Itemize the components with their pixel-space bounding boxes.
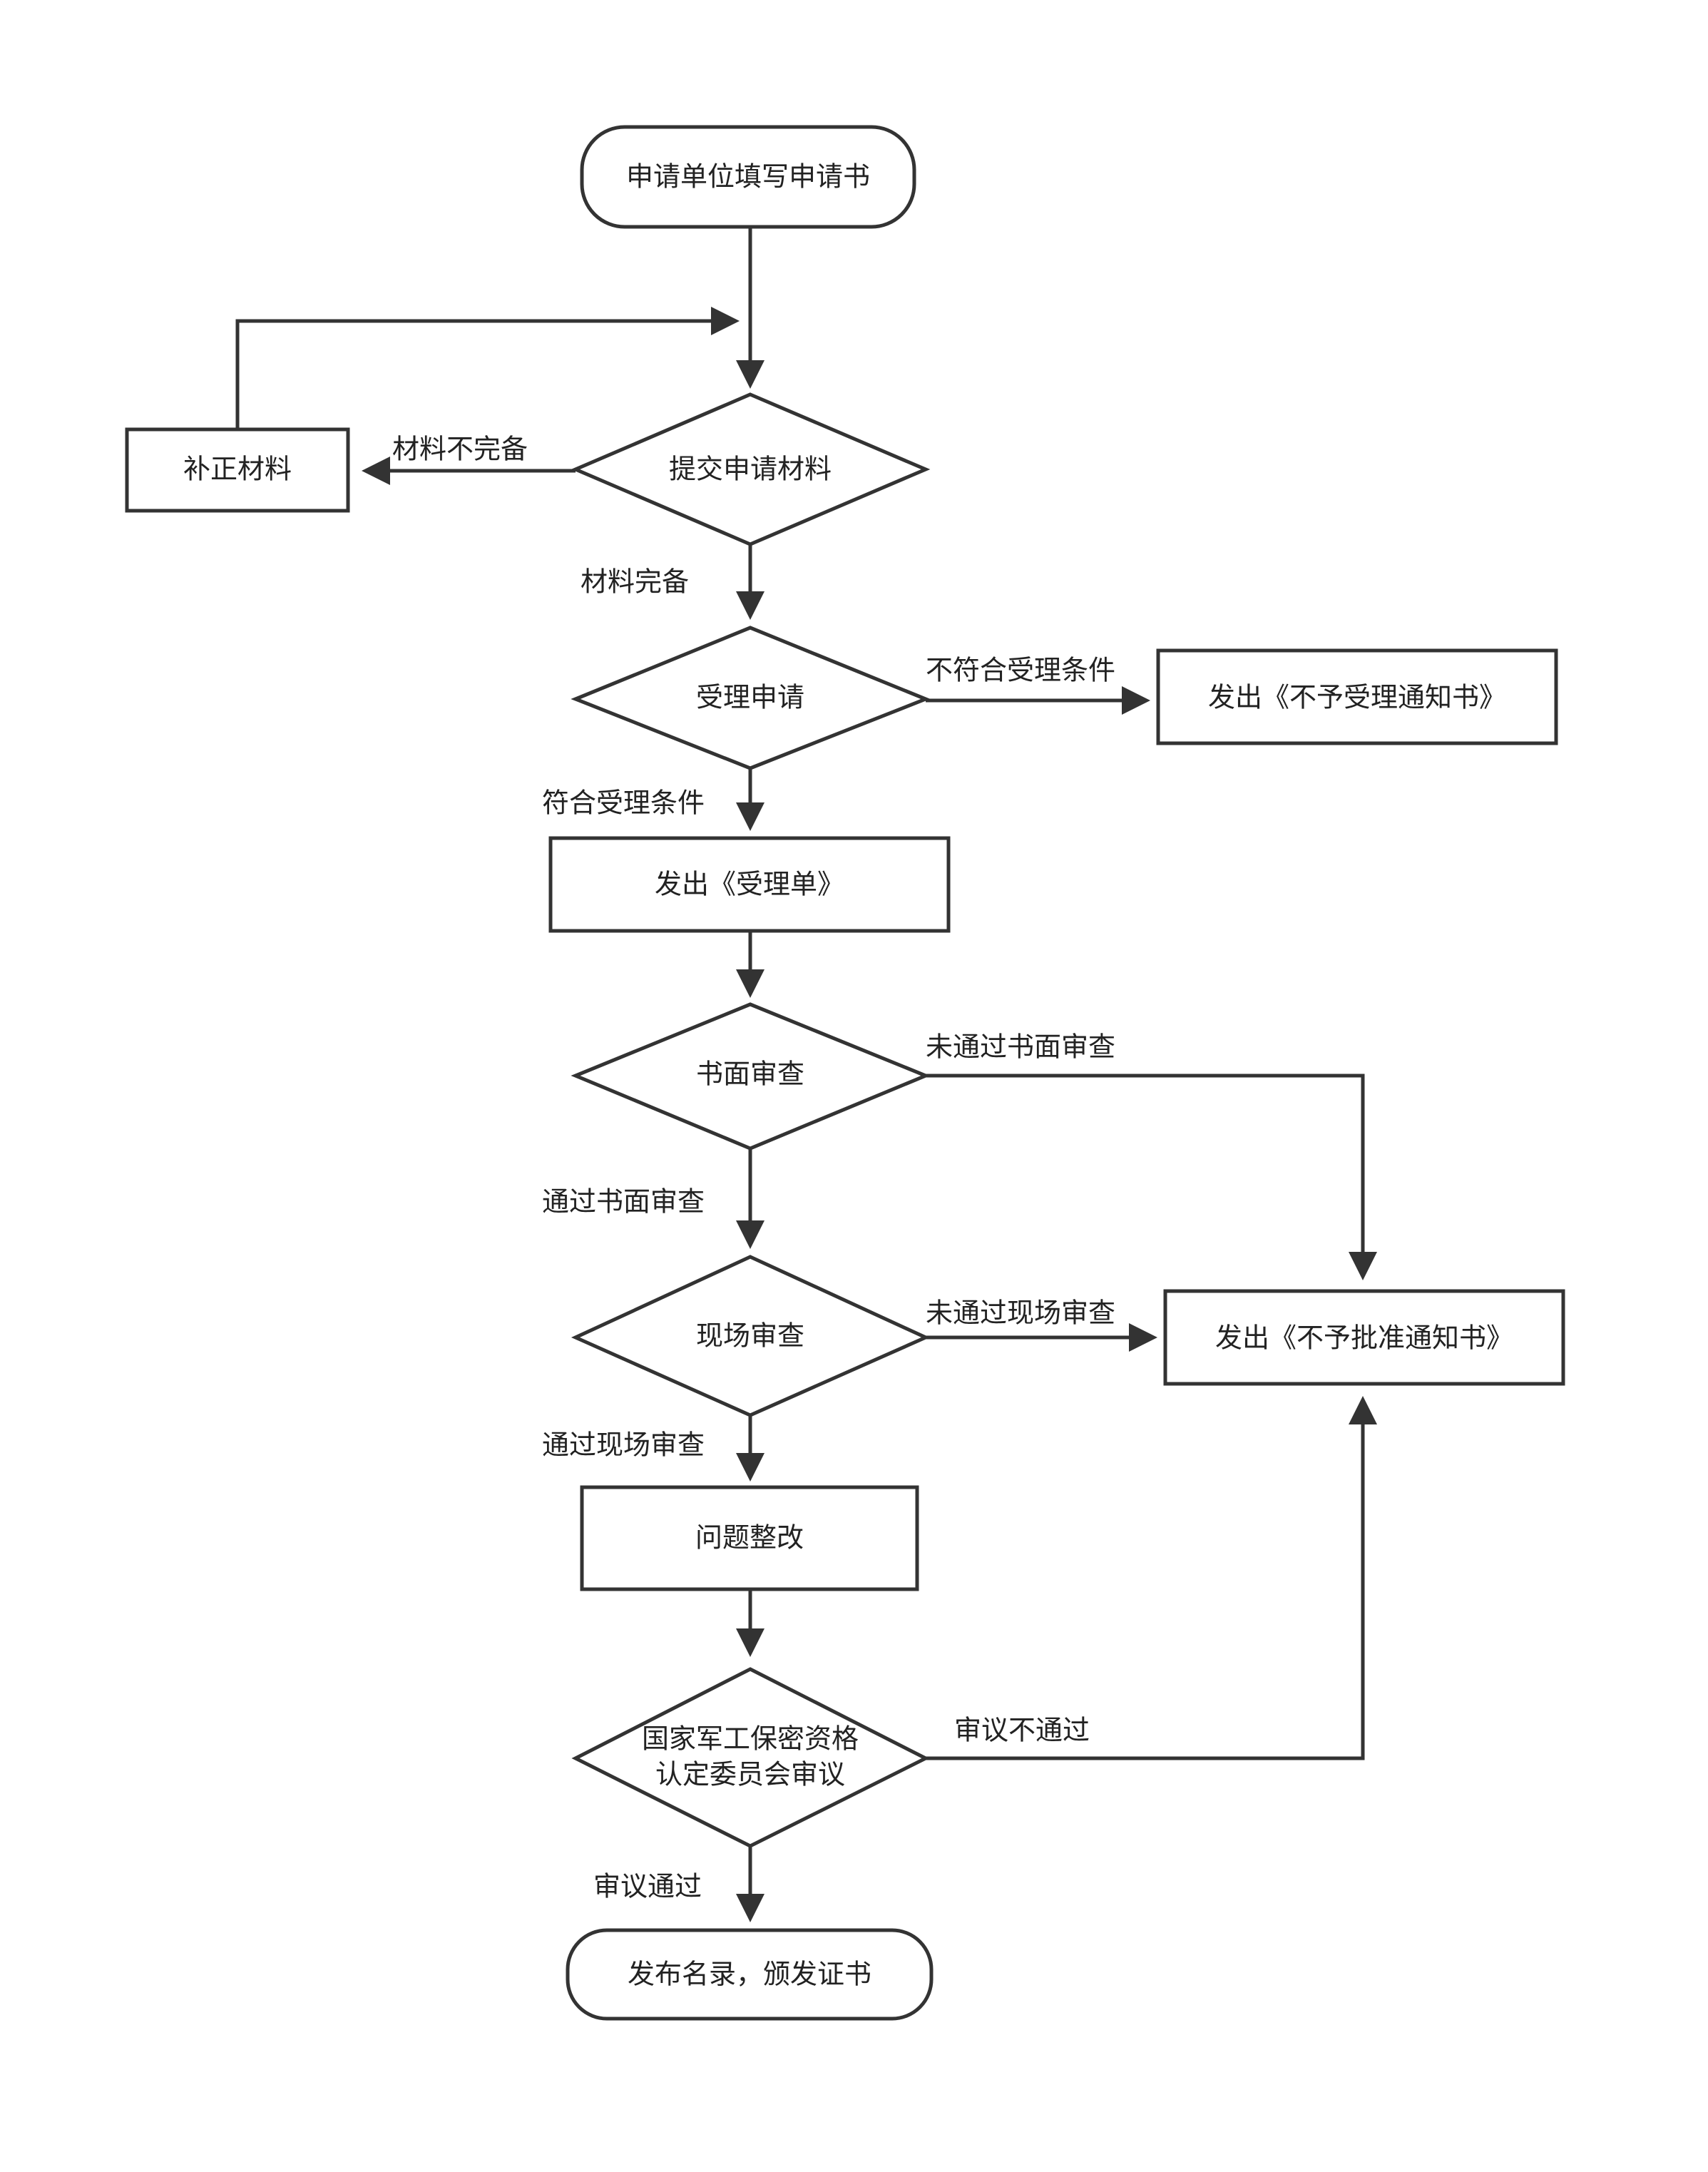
edge-label-materials-incomplete: 材料不完备 — [392, 434, 528, 465]
node-issue-denial-notice-label: 发出《不予批准通知书》 — [1215, 1322, 1513, 1354]
node-rectification-label: 问题整改 — [695, 1522, 804, 1554]
edge-committee-to-denial — [926, 1396, 1377, 1760]
edge-label-materials-complete: 材料完备 — [581, 566, 689, 598]
edge-label-review-passed: 审议通过 — [593, 1871, 702, 1902]
edge-label-passed-onsite-review: 通过现场审查 — [542, 1429, 705, 1461]
node-submit-materials: 提交申请材料 — [571, 392, 931, 546]
edge-label-review-not-passed: 审议不通过 — [954, 1715, 1090, 1746]
edges — [235, 227, 1377, 1922]
node-fill-application: 申请单位填写申请书 — [580, 125, 916, 229]
node-supplement-materials-label: 补正材料 — [183, 454, 292, 485]
node-issue-acceptance-form-label: 发出《受理单》 — [655, 869, 844, 900]
edge-labels: 材料不完备 材料完备 不符合受理条件 符合受理条件 未通过书面审查 通过书面审查… — [392, 434, 1115, 1902]
node-publish-certificate: 发布名录，颁发证书 — [566, 1928, 934, 2021]
node-accept-application-label: 受理申请 — [696, 682, 804, 713]
edge-label-meet-conditions: 符合受理条件 — [542, 787, 705, 819]
node-issue-acceptance-form: 发出《受理单》 — [548, 836, 951, 933]
nodes: 申请单位填写申请书 补正材料 提交申请材料 受理申请 发出《不予受理通知书》 发… — [125, 125, 1565, 2021]
node-issue-rejection-notice-label: 发出《不予受理通知书》 — [1208, 682, 1506, 713]
edge-label-failed-document-review: 未通过书面审查 — [926, 1031, 1115, 1063]
node-committee-review: 国家军工保密资格 认定委员会审议 — [571, 1667, 930, 1848]
node-document-review-label: 书面审查 — [696, 1059, 804, 1090]
node-committee-review-label-line2: 认定委员会审议 — [655, 1759, 845, 1790]
node-committee-review-label-line1: 国家军工保密资格 — [642, 1723, 859, 1755]
node-supplement-materials: 补正材料 — [125, 427, 350, 513]
node-document-review: 书面审查 — [571, 1002, 931, 1151]
node-issue-rejection-notice: 发出《不予受理通知书》 — [1156, 648, 1558, 745]
node-accept-application: 受理申请 — [571, 626, 931, 770]
edge-label-passed-document-review: 通过书面审查 — [542, 1186, 705, 1218]
edge-supplement-loop — [235, 307, 740, 429]
node-publish-certificate-label: 发布名录，颁发证书 — [628, 1959, 871, 1990]
node-issue-denial-notice: 发出《不予批准通知书》 — [1163, 1289, 1565, 1386]
node-onsite-review-label: 现场审查 — [696, 1320, 804, 1352]
edge-label-failed-onsite-review: 未通过现场审查 — [926, 1297, 1115, 1329]
edge-label-not-meet-conditions: 不符合受理条件 — [926, 655, 1115, 686]
edge-document-review-to-denial — [926, 1074, 1377, 1280]
node-submit-materials-label: 提交申请材料 — [669, 454, 832, 485]
node-rectification: 问题整改 — [580, 1485, 919, 1591]
node-fill-application-label: 申请单位填写申请书 — [626, 161, 870, 193]
node-onsite-review: 现场审查 — [571, 1255, 931, 1417]
